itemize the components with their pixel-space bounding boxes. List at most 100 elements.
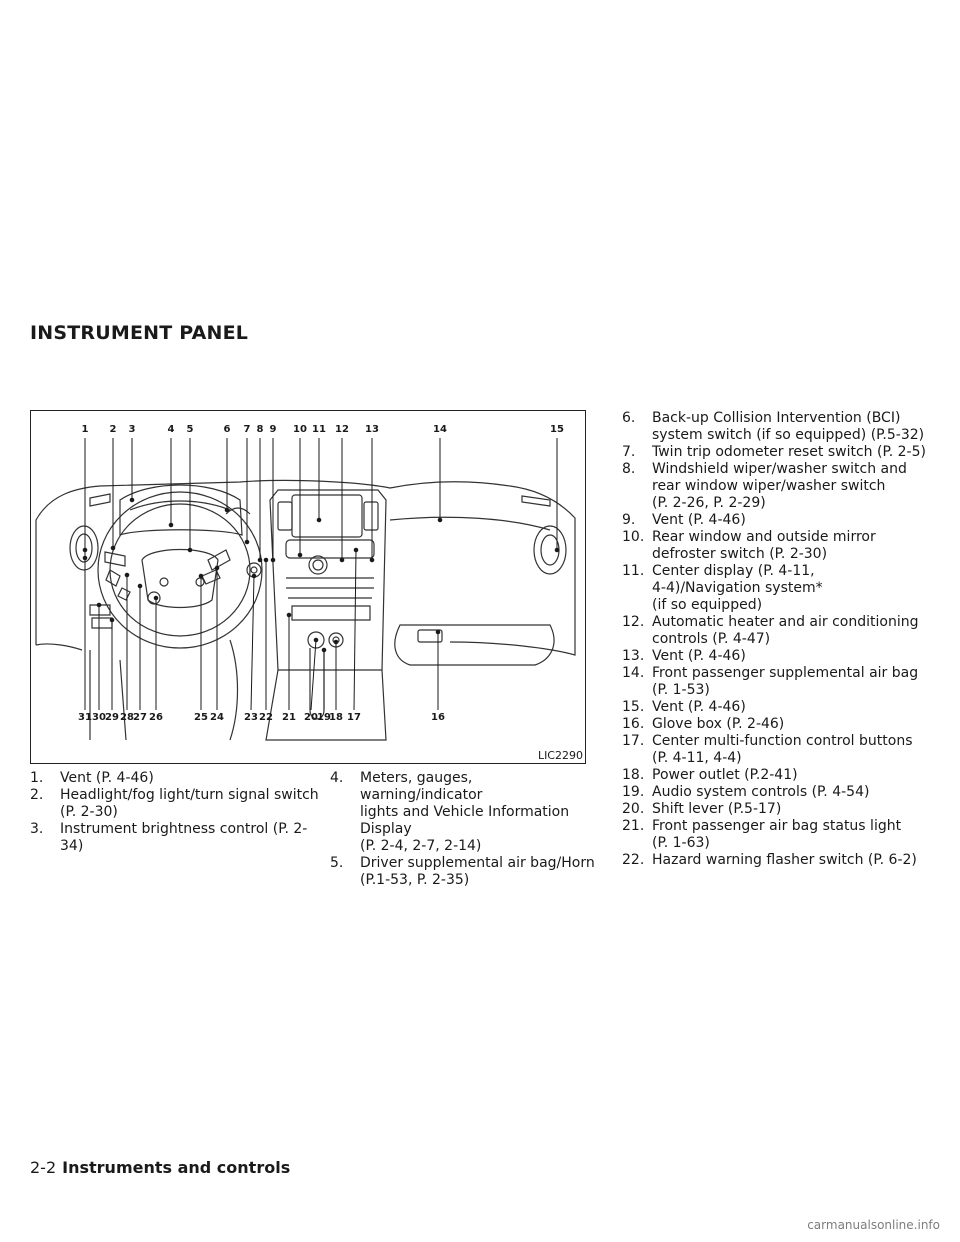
legend-item-number: 19. bbox=[622, 784, 645, 800]
legend-item-text: Headlight/fog light/turn signal switch bbox=[60, 787, 319, 803]
legend-item-text: Rear window and outside mirror bbox=[652, 529, 876, 545]
bottom-callout-dot bbox=[214, 565, 220, 571]
legend-item: 21. Front passenger air bag status light(… bbox=[622, 818, 940, 852]
legend-item-number: 8. bbox=[622, 461, 636, 477]
top-callout-label: 10 bbox=[293, 424, 307, 435]
legend-item-text: Windshield wiper/washer switch and bbox=[652, 461, 907, 477]
legend-item-number: 10. bbox=[622, 529, 645, 545]
bottom-callout-label: 29 bbox=[105, 712, 119, 723]
bottom-callout-dot bbox=[124, 572, 130, 578]
legend-item-number: 2. bbox=[30, 787, 44, 803]
bottom-callout-label: 16 bbox=[431, 712, 445, 723]
bottom-callout-dot bbox=[353, 547, 359, 553]
legend-item-text: Audio system controls (P. 4-54) bbox=[652, 784, 870, 800]
legend-item-text: lights and Vehicle Information Display bbox=[360, 804, 570, 837]
top-callout-dot bbox=[257, 557, 263, 563]
top-callout-dot bbox=[554, 547, 560, 553]
legend-item-number: 4. bbox=[330, 770, 344, 786]
legend-item-text: (P. 2-30) bbox=[60, 804, 118, 820]
bottom-callout-label: 25 bbox=[194, 712, 208, 723]
legend-item: 18. Power outlet (P.2-41) bbox=[622, 767, 940, 784]
top-callout-dot bbox=[129, 497, 135, 503]
legend-item-text: Power outlet (P.2-41) bbox=[652, 767, 798, 783]
legend-item: 16. Glove box (P. 2-46) bbox=[622, 716, 940, 733]
top-callout-dot bbox=[369, 557, 375, 563]
section-title: INSTRUMENT PANEL bbox=[30, 322, 249, 344]
legend-column-1: 1.Vent (P. 4-46)2. Headlight/fog light/tu… bbox=[30, 770, 330, 855]
legend-item-text: Instrument brightness control (P. 2-34) bbox=[60, 821, 308, 854]
legend-item-number: 20. bbox=[622, 801, 645, 817]
legend-item: 1.Vent (P. 4-46) bbox=[30, 770, 330, 787]
legend-item: 6.Back-up Collision Intervention (BCI)sy… bbox=[622, 410, 940, 444]
legend-item-number: 9. bbox=[622, 512, 636, 528]
legend-item-text: Hazard warning flasher switch (P. 6-2) bbox=[652, 852, 917, 868]
bottom-callout-label: 26 bbox=[149, 712, 163, 723]
bottom-callout-label: 31 bbox=[78, 712, 92, 723]
top-callout-label: 14 bbox=[433, 424, 447, 435]
top-callout-label: 2 bbox=[109, 424, 117, 435]
bottom-callout-label: 19 bbox=[317, 712, 331, 723]
legend-item-text: (P. 1-63) bbox=[652, 835, 710, 851]
bottom-callout-dot bbox=[153, 595, 159, 601]
legend-item-text: Front passenger air bag status light bbox=[652, 818, 902, 834]
top-callout-label: 12 bbox=[335, 424, 349, 435]
bottom-callout-label: 24 bbox=[210, 712, 224, 723]
top-callout-dot bbox=[244, 539, 250, 545]
legend-item: 17.Center multi-function control buttons… bbox=[622, 733, 940, 767]
bottom-callout-label: 21 bbox=[282, 712, 296, 723]
legend-item-number: 13. bbox=[622, 648, 645, 664]
instrument-panel-illustration bbox=[30, 410, 586, 764]
legend-item-text: Meters, gauges, warning/indicator bbox=[360, 770, 483, 803]
top-callout-label: 11 bbox=[312, 424, 326, 435]
legend-item: 19. Audio system controls (P. 4-54) bbox=[622, 784, 940, 801]
bottom-callout-label: 30 bbox=[92, 712, 106, 723]
legend-item-number: 17. bbox=[622, 733, 645, 749]
legend-item-text: Center display (P. 4-11, bbox=[652, 563, 815, 579]
top-callout-dot bbox=[437, 517, 443, 523]
bottom-callout-dot bbox=[263, 557, 269, 563]
legend-item-text: (P. 2-26, P. 2-29) bbox=[652, 495, 766, 511]
figure-code: LIC2290 bbox=[537, 749, 583, 762]
legend-item-text: defroster switch (P. 2-30) bbox=[652, 546, 828, 562]
top-callout-label: 15 bbox=[550, 424, 564, 435]
bottom-callout-leader bbox=[353, 549, 357, 711]
bottom-callout-dot bbox=[82, 547, 88, 553]
legend-item-number: 7. bbox=[622, 444, 636, 460]
legend-item-number: 14. bbox=[622, 665, 645, 681]
legend-item-text: controls (P. 4-47) bbox=[652, 631, 771, 647]
legend-item-text: Vent (P. 4-46) bbox=[652, 512, 746, 528]
legend-item-text: Twin trip odometer reset switch (P. 2-5) bbox=[652, 444, 926, 460]
legend-item: 22.Hazard warning flasher switch (P. 6-2… bbox=[622, 852, 940, 869]
dashboard-drawing bbox=[35, 479, 576, 741]
legend-item-text: Back-up Collision Intervention (BCI) bbox=[652, 410, 901, 426]
bottom-callout-dot bbox=[321, 647, 327, 653]
bottom-callout-dot bbox=[333, 639, 339, 645]
legend-item-number: 18. bbox=[622, 767, 645, 783]
legend-item-text: Front passenger supplemental air bag bbox=[652, 665, 919, 681]
legend-item-text: (P.1-53, P. 2-35) bbox=[360, 872, 470, 888]
legend-item: 5.Driver supplemental air bag/Horn(P.1-5… bbox=[330, 855, 595, 889]
legend-column-3: 6.Back-up Collision Intervention (BCI)sy… bbox=[622, 410, 940, 869]
top-callout-label: 6 bbox=[223, 424, 231, 435]
top-callout-dot bbox=[270, 557, 276, 563]
top-callout-label: 5 bbox=[186, 424, 194, 435]
legend-item: 20.Shift lever (P.5-17) bbox=[622, 801, 940, 818]
bottom-callout-leader bbox=[250, 575, 255, 711]
legend-item: 9. Vent (P. 4-46) bbox=[622, 512, 940, 529]
legend-item-text: Glove box (P. 2-46) bbox=[652, 716, 785, 732]
legend-item-number: 12. bbox=[622, 614, 645, 630]
legend-item-text: system switch (if so equipped) (P.5-32) bbox=[652, 427, 925, 443]
top-callout-dot bbox=[339, 557, 345, 563]
top-callout-label: 8 bbox=[256, 424, 264, 435]
legend-item-text: (if so equipped) bbox=[652, 597, 763, 613]
top-callout-label: 7 bbox=[243, 424, 251, 435]
legend-item-number: 16. bbox=[622, 716, 645, 732]
bottom-callout-label: 20 bbox=[304, 712, 318, 723]
legend-item-number: 21. bbox=[622, 818, 645, 834]
top-callout-label: 1 bbox=[81, 424, 89, 435]
legend-item-text: Vent (P. 4-46) bbox=[60, 770, 154, 786]
